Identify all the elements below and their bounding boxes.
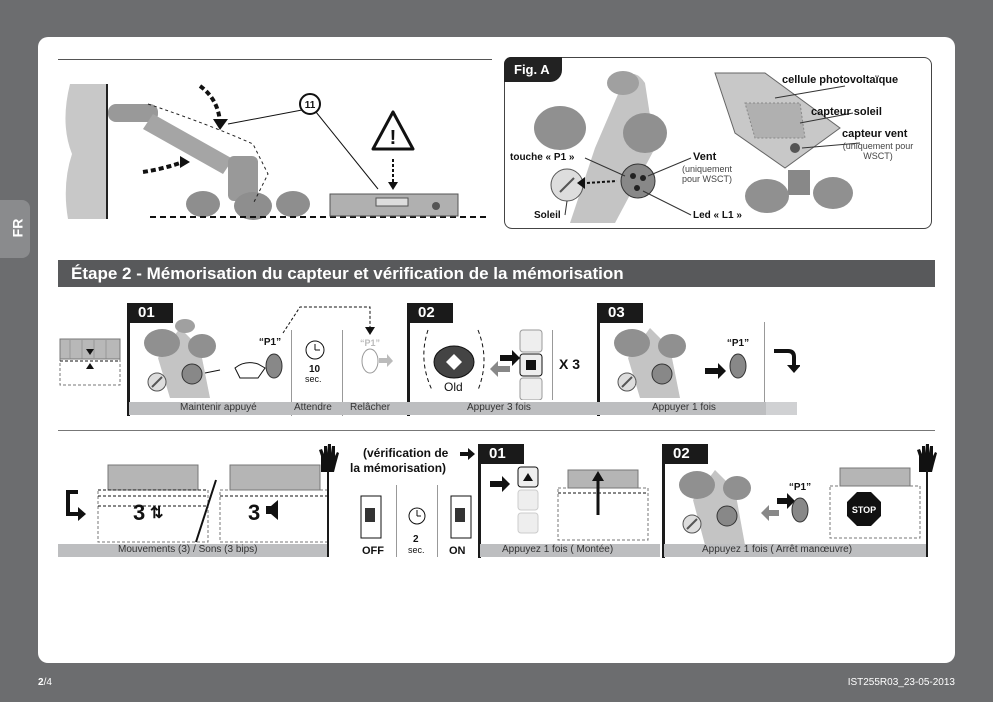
label-wind-sensor: capteur vent [842, 128, 908, 140]
mounting-illustration: 11 ! [65, 84, 488, 220]
p1-label-row2: “P1” [789, 482, 811, 493]
step2-title: Étape 2 - Mémorisation du capteur et vér… [71, 264, 624, 283]
label-p1-button: touche « P1 » [510, 152, 575, 163]
count-movements: 3 [133, 500, 145, 525]
bar-release: Relâcher [350, 402, 391, 413]
row1-step02-badge: 02 [409, 303, 453, 323]
verification-arrow-icon [460, 448, 475, 460]
row1-action-bar-dark [129, 402, 766, 415]
awning-compress-icon [59, 338, 121, 386]
return-arrow-icon [774, 349, 800, 373]
verification-line1: (vérification de [363, 446, 449, 460]
bar-wait: Attendre [294, 402, 332, 413]
page-number: 2/4 [38, 677, 52, 688]
label-sun-sensor: capteur soleil [811, 106, 882, 118]
fig-a-tag: Fig. A [504, 57, 562, 82]
fig-a-box [504, 57, 932, 229]
bar-press3: Appuyer 3 fois [467, 402, 531, 413]
hand-pole-right [926, 470, 928, 557]
row1-divider-4 [764, 322, 765, 402]
clock-icon [305, 340, 325, 360]
svg-text:“P1”: “P1” [360, 338, 380, 348]
row1-divider-1 [291, 330, 292, 416]
label-soleil: Soleil [534, 210, 561, 221]
bar-stop: Appuyez 1 fois ( Arrêt manœuvre) [702, 544, 853, 555]
wait-2-unit: sec. [408, 545, 425, 555]
row1-step03-badge: 03 [599, 303, 643, 323]
row2-step01-badge: 01 [480, 444, 524, 464]
stop-sign-label: STOP [852, 505, 876, 515]
awning-feedback-illustration: 3 ⇅ 3 [97, 464, 328, 543]
off-label: OFF [362, 545, 384, 557]
row1-step01-rule [127, 303, 130, 416]
sensor-stop-illustration: “P1” STOP [679, 467, 921, 545]
old-label: Old [444, 380, 463, 394]
step2-title-bar: Étape 2 - Mémorisation du capteur et vér… [58, 260, 935, 287]
hand-icon [319, 444, 339, 472]
top-rule [58, 59, 492, 60]
row2-step02-rule [662, 444, 665, 558]
row2-step01-rule [478, 444, 481, 558]
old-remote-illustration [423, 329, 543, 400]
row2-feedback-bar [58, 544, 328, 557]
row2-up-bar [480, 544, 660, 557]
verification-line2: la mémorisation) [350, 461, 447, 475]
language-tab: FR [0, 200, 30, 258]
language-tab-label: FR [9, 218, 26, 238]
row2-stop-bar [664, 544, 928, 557]
svg-text:!: ! [390, 127, 397, 149]
row-separator [58, 430, 935, 431]
label-wind-sensor-note: (uniquement pour WSCT) [842, 141, 914, 161]
release-arrow-illustration: “P1” [282, 306, 393, 374]
row1-divider-3 [552, 330, 553, 400]
sensor-p1-press-once-illustration: “P1” [614, 328, 749, 398]
fig-a-illustration [534, 71, 861, 223]
label-led: Led « L1 » [693, 210, 742, 221]
bar-up: Appuyez 1 fois ( Montée) [502, 544, 614, 555]
breaker-illustration [360, 495, 472, 539]
p1-label-row1: “P1” [259, 337, 281, 348]
row2-step02-badge: 02 [664, 444, 708, 464]
sensor-press-p1-illustration: “P1” [144, 319, 283, 398]
remote-up-illustration [490, 466, 649, 541]
loop-arrow-icon [66, 490, 86, 521]
bar-feedback: Mouvements (3) / Sons (3 bips) [118, 544, 258, 555]
bar-hold: Maintenir appuyé [180, 402, 257, 413]
p1-label-row1-step3: “P1” [727, 338, 749, 349]
page-total: /4 [43, 677, 52, 688]
doc-reference: IST255R03_23-05-2013 [847, 677, 955, 688]
row1-step01-badge: 01 [129, 303, 173, 323]
row2-divider-2 [437, 485, 438, 557]
on-label: ON [449, 545, 466, 557]
bar-press1: Appuyer 1 fois [652, 402, 716, 413]
hand-icon-right [917, 444, 937, 472]
row1-step03-rule [597, 303, 600, 416]
svg-text:⇅: ⇅ [150, 505, 163, 522]
wait-10-unit: sec. [305, 374, 322, 384]
times-3-label: X 3 [559, 356, 581, 372]
callout-11: 11 [305, 100, 316, 111]
wait-10-value: 10 [309, 364, 321, 375]
label-vent-note: (uniquement pour WSCT) [681, 164, 733, 184]
row1-step02-rule [407, 303, 410, 416]
hand-pole-left [327, 470, 329, 557]
row2-divider-1 [396, 485, 397, 557]
label-vent: Vent [693, 151, 717, 163]
label-photovoltaic-cell: cellule photovoltaïque [782, 74, 899, 86]
wait-2-value: 2 [413, 534, 419, 545]
count-sounds: 3 [248, 500, 260, 525]
row1-divider-2 [342, 330, 343, 416]
page-current: 2 [38, 677, 44, 688]
